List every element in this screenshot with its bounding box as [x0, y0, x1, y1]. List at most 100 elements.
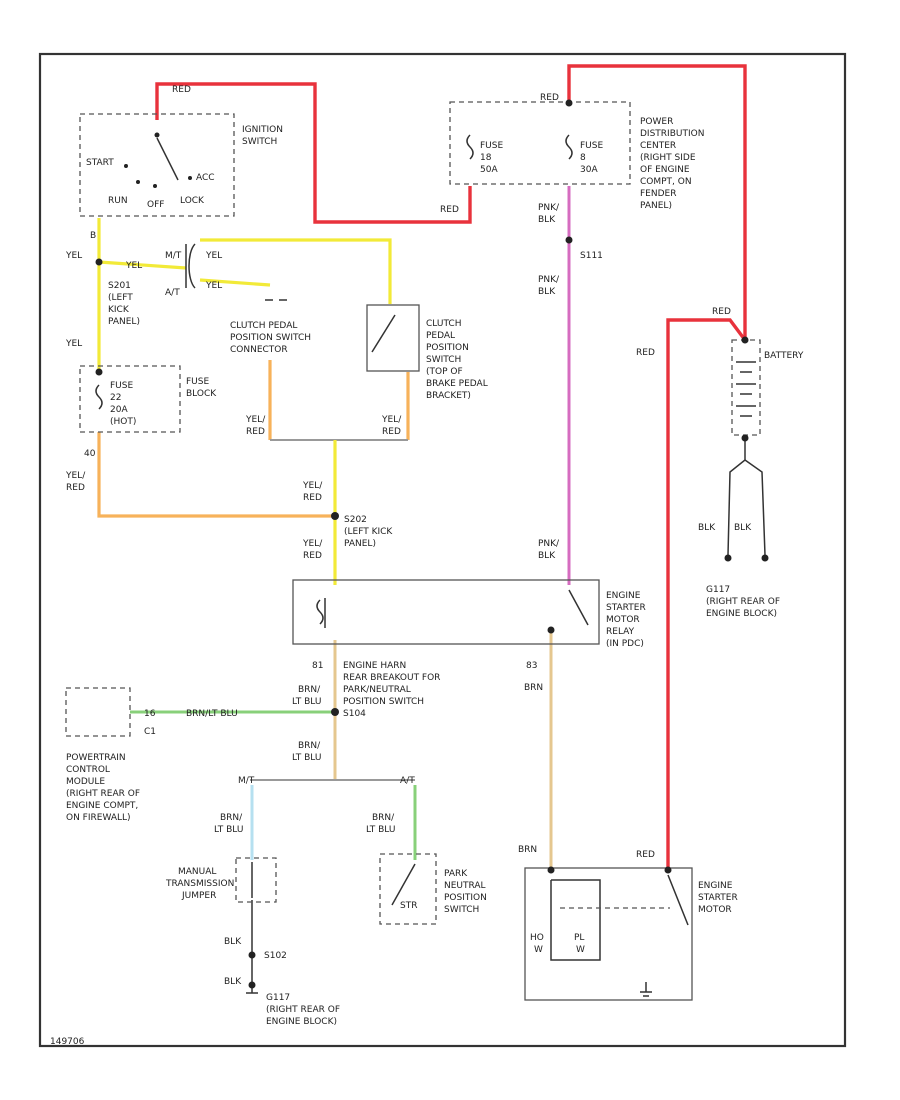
label-yel-red-1a: YEL/ [245, 415, 266, 425]
label-pdc-7: FENDER [640, 189, 676, 199]
label-red-top-left: RED [172, 85, 191, 95]
label-pcm-3: MODULE [66, 777, 105, 787]
label-g117-top-2: (RIGHT REAR OF [706, 597, 780, 607]
label-yel-red-1b: RED [246, 427, 265, 437]
starter-relay-box [292, 579, 600, 645]
label-clutch-sw-2: PEDAL [426, 331, 455, 341]
label-s201-4: PANEL) [108, 317, 140, 327]
label-starter-1: ENGINE [698, 881, 733, 891]
wire-yelred-fuse-out [97, 432, 332, 518]
label-harn-1: ENGINE HARN [343, 661, 406, 671]
label-pull-2: W [576, 945, 585, 955]
ground-g117-mt [248, 981, 256, 989]
label-pnp-2: NEUTRAL [444, 881, 486, 891]
label-man-trans-1: MANUAL [178, 867, 216, 877]
label-clutch-sw-7: BRACKET) [426, 391, 471, 401]
label-clutch-sw-1: CLUTCH [426, 319, 461, 329]
label-brn-ltblu-1a: BRN/ [298, 685, 321, 695]
label-at-1: A/T [165, 288, 180, 298]
label-g117-top-3: ENGINE BLOCK) [706, 609, 777, 619]
label-red-batt-top: RED [712, 307, 731, 317]
label-fuse-18-1: FUSE [480, 141, 503, 151]
label-pnp-4: SWITCH [444, 905, 479, 915]
label-g117-top-1: G117 [706, 585, 730, 595]
mt-connector-symbol [185, 243, 196, 289]
label-yel-red-2a: YEL/ [381, 415, 402, 425]
pdc-box [449, 101, 631, 185]
label-fuse-block-1: FUSE [186, 377, 209, 387]
label-fuse-block-inner-1: FUSE [110, 381, 133, 391]
label-lock: LOCK [180, 196, 205, 206]
pcm-box [65, 687, 131, 737]
label-s202-1: S202 [344, 515, 367, 525]
label-fuse-block-inner-2: 22 [110, 393, 121, 403]
label-brn-ltblu-pcm: BRN/LT BLU [186, 709, 238, 719]
ignition-off-dot [153, 184, 157, 188]
label-brn-ltblu-1b: LT BLU [292, 697, 321, 707]
label-s201-1: S201 [108, 281, 131, 291]
label-brn-ltblu-2a: BRN/ [298, 741, 321, 751]
label-yel-red-3b: RED [66, 483, 85, 493]
park-neutral-switch-box [379, 853, 437, 925]
label-pnk-blk-1b: BLK [538, 215, 556, 225]
ignition-switch-box [79, 113, 235, 217]
wire-black-battery-ground [727, 438, 746, 556]
label-pdc-8: PANEL) [640, 201, 672, 211]
clutch-switch-box [366, 304, 420, 372]
label-harn-4: POSITION SWITCH [343, 697, 424, 707]
label-harn-3: PARK/NEUTRAL [343, 685, 411, 695]
label-brn-ltblu-4b: LT BLU [366, 825, 395, 835]
starter-contact [667, 874, 689, 926]
label-red-top-mid: RED [540, 93, 559, 103]
label-yel-red-4a: YEL/ [302, 481, 323, 491]
label-relay-1: ENGINE [606, 591, 641, 601]
label-pdc-5: OF ENGINE [640, 165, 690, 175]
wire-yellow-at [199, 278, 271, 287]
label-man-trans-3: JUMPER [181, 891, 216, 901]
label-pin-40: 40 [84, 449, 96, 459]
label-yel-red-5a: YEL/ [302, 539, 323, 549]
label-fuse-8-3: 30A [580, 165, 598, 175]
wire-red-starter-feed [666, 318, 747, 870]
label-blk-1: BLK [698, 523, 716, 533]
fuse-22-symbol [95, 384, 103, 410]
label-fuse-block-inner-4: (HOT) [110, 417, 136, 427]
label-yel-red-2b: RED [382, 427, 401, 437]
label-clutch-conn-1: CLUTCH PEDAL [230, 321, 297, 331]
label-brn-1a: 83 [526, 661, 537, 671]
clutch-switch-contact [371, 314, 396, 353]
label-mt-1: M/T [165, 251, 182, 261]
label-pdc-1: POWER [640, 117, 673, 127]
starter-brn-terminal [547, 866, 555, 874]
label-g117-bot-1: G117 [266, 993, 290, 1003]
label-clutch-sw-6: BRAKE PEDAL [426, 379, 488, 389]
label-hold-2: W [534, 945, 543, 955]
relay-terminal [547, 626, 555, 634]
label-pcm-5: ENGINE COMPT, [66, 801, 138, 811]
diagram-frame [38, 52, 847, 1048]
ignition-run-dot [136, 180, 140, 184]
label-pdc-2: DISTRIBUTION [640, 129, 704, 139]
label-start: START [86, 158, 114, 168]
label-yel-2: YEL [125, 261, 142, 271]
label-yel-3: YEL [205, 251, 222, 261]
label-pcm-2: CONTROL [66, 765, 110, 775]
label-starter-2: STARTER [698, 893, 738, 903]
label-red-starter: RED [636, 850, 655, 860]
splice-s104 [331, 708, 339, 716]
starter-motor-box [524, 867, 693, 1001]
splice-s201-a [95, 258, 103, 266]
label-pnk-blk-2b: BLK [538, 287, 556, 297]
splice-s102 [248, 951, 256, 959]
label-str: STR [400, 901, 417, 911]
label-relay-4: RELAY [606, 627, 635, 637]
label-g117-bot-2: (RIGHT REAR OF [266, 1005, 340, 1015]
label-pull-1: PL [574, 933, 584, 943]
label-s102: S102 [264, 951, 287, 961]
label-g117-bot-3: ENGINE BLOCK) [266, 1017, 337, 1027]
wire-red-battery-feed [567, 64, 747, 340]
label-relay-5: (IN PDC) [606, 639, 644, 649]
label-red-batt-side: RED [636, 348, 655, 358]
label-clutch-conn-3: CONNECTOR [230, 345, 288, 355]
wire-yellow-mt-to-clutch [200, 238, 392, 304]
